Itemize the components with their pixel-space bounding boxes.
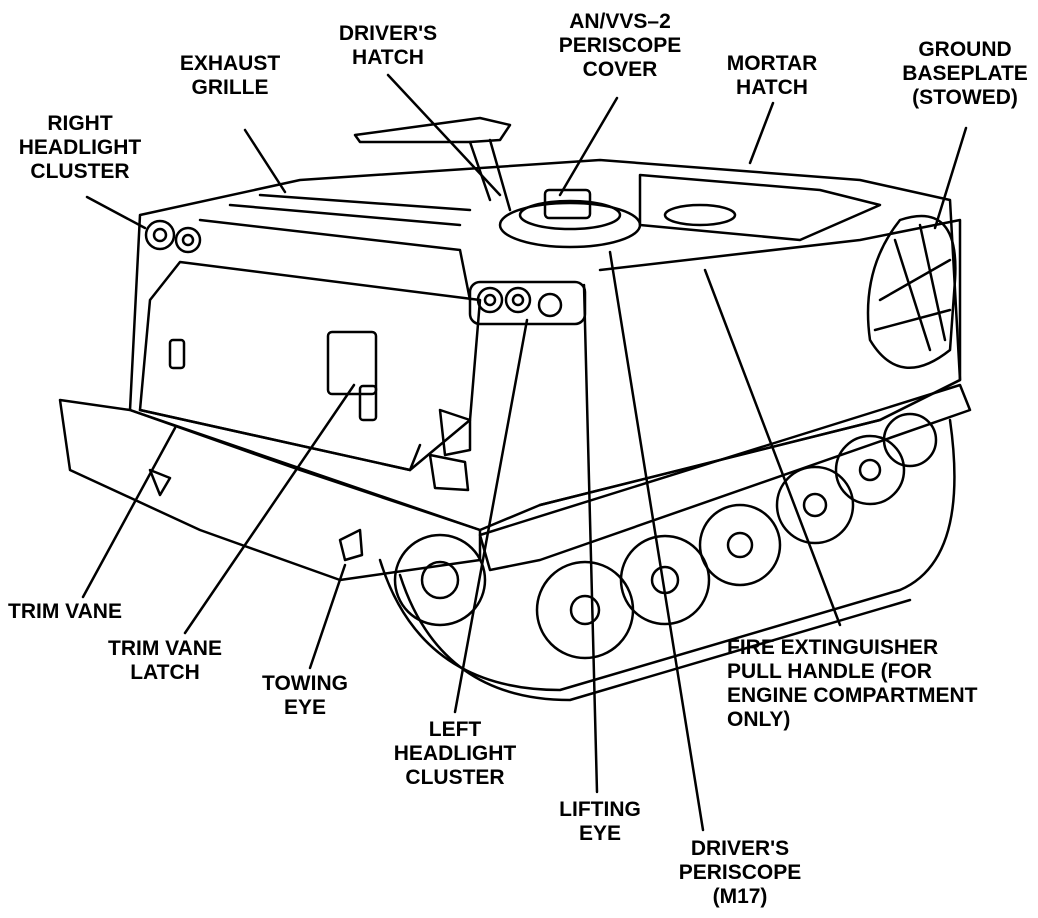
side-wall — [538, 218, 962, 507]
leader-towing-eye — [308, 563, 347, 670]
leader-ground-baseplate — [933, 126, 968, 230]
engine-deck — [198, 218, 472, 302]
mortar-hatch-shape — [638, 173, 882, 242]
side-skirt — [478, 383, 972, 572]
lower-front-hull — [58, 398, 482, 582]
road-wheel — [834, 434, 906, 506]
road-wheel — [535, 560, 635, 660]
sprocket — [393, 533, 487, 627]
leader-mortar-hatch — [748, 101, 775, 165]
leader-right-headlight — [85, 195, 147, 230]
track — [378, 418, 956, 692]
leader-drivers-hatch — [386, 73, 502, 197]
left-headlight-shape — [476, 286, 504, 314]
baseplate-shape — [866, 214, 957, 370]
label-trim-vane: TRIM VANE — [8, 600, 122, 623]
towing-eye-shape — [338, 528, 364, 562]
periscope-cover-shape — [543, 188, 592, 220]
leader-drivers-periscope — [608, 250, 705, 832]
leader-trim-vane-latch — [183, 383, 356, 635]
drivers-hatch-shape — [498, 201, 642, 249]
leader-trim-vane — [81, 426, 177, 599]
road-wheel — [882, 412, 938, 468]
leader-exhaust-grille — [243, 128, 287, 194]
leader-left-headlight — [453, 318, 529, 714]
road-wheel — [698, 503, 782, 587]
leader-fire-extinguisher — [703, 268, 842, 627]
machine-gun — [353, 116, 512, 144]
right-headlight-shape — [144, 219, 176, 251]
trim-vane-inner — [138, 408, 422, 472]
road-wheel — [619, 534, 711, 626]
trim-vane-panel — [138, 260, 482, 472]
road-wheel — [775, 465, 855, 545]
leader-periscope-cover — [558, 96, 619, 197]
leader-lifting-eye — [582, 283, 599, 794]
